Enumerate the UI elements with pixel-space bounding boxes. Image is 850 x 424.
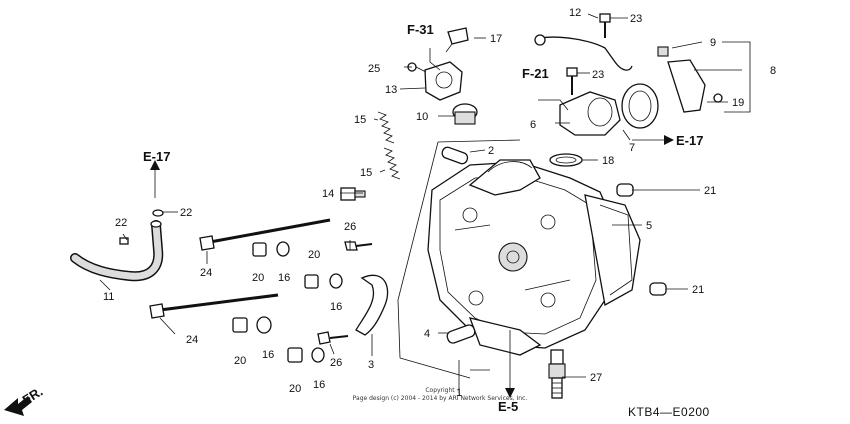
part-label-17: 17 (490, 33, 502, 45)
part-label-24a: 24 (200, 267, 212, 279)
copyright-text: Page design (c) 2004 - 2014 by ARI Netwo… (353, 395, 528, 402)
part-label-16a: 16 (278, 272, 290, 284)
part-label-13: 13 (385, 84, 397, 96)
stud-bolt-lower (149, 293, 279, 319)
part-label-21a: 21 (704, 185, 716, 197)
part-label-7: 7 (629, 142, 635, 154)
ref-f21: F-21 (522, 66, 549, 81)
part-label-19: 19 (732, 97, 744, 109)
diagram-code: KTB4—E0200 (628, 405, 710, 419)
part-label-26a: 26 (344, 221, 356, 233)
part-label-22a: 22 (115, 217, 127, 229)
part-number-labels: 1 2 3 4 5 6 7 8 9 10 11 12 13 14 15 15 1… (103, 7, 776, 399)
bolt-23-upper (599, 13, 611, 38)
thermostat-cover (407, 61, 463, 101)
water-hose (70, 209, 164, 282)
insulator (621, 83, 659, 129)
part-label-1: 1 (456, 387, 462, 399)
valve-spring-lower (383, 147, 401, 180)
dowel-21-upper (616, 183, 634, 197)
hose-clip-17 (445, 27, 469, 53)
ref-e17-left: E-17 (143, 149, 170, 164)
dowel-21-lower (649, 282, 667, 296)
ref-e5: E-5 (498, 399, 518, 414)
part-label-9: 9 (710, 37, 716, 49)
nut-washer-set-3 (232, 316, 272, 334)
part-label-20b: 20 (308, 249, 320, 261)
part-label-4: 4 (424, 328, 430, 340)
front-direction-arrow: FR. (4, 384, 45, 416)
stud-bolt-upper (199, 218, 331, 251)
part-label-20a: 20 (252, 272, 264, 284)
o-ring-18 (549, 153, 583, 167)
part-label-14: 14 (322, 188, 334, 200)
part-label-16c: 16 (262, 349, 274, 361)
part-label-11: 11 (103, 291, 114, 303)
part-label-3: 3 (368, 359, 374, 371)
cylinder-head (427, 159, 641, 356)
part-label-15a: 15 (354, 114, 366, 126)
dowel-pin-2 (441, 146, 469, 165)
part-label-20d: 20 (289, 383, 301, 395)
part-label-12: 12 (569, 7, 581, 19)
thermostat (452, 103, 478, 125)
bolt-23-lower (566, 67, 578, 95)
spark-plug (548, 349, 566, 399)
nut-washer-set-2 (304, 273, 343, 289)
bolt-26-lower (317, 331, 349, 345)
part-label-2: 2 (488, 145, 494, 157)
part-label-27: 27 (590, 372, 602, 384)
valve-spring-upper (377, 111, 395, 144)
part-label-8: 8 (770, 65, 776, 77)
part-label-24b: 24 (186, 334, 198, 346)
part-label-10: 10 (416, 111, 428, 123)
part-label-15b: 15 (360, 167, 372, 179)
intake-pipe (559, 91, 621, 136)
part-label-16b: 16 (330, 301, 342, 313)
part-label-5: 5 (646, 220, 652, 232)
part-label-22b: 22 (180, 207, 192, 219)
part-label-16d: 16 (313, 379, 325, 391)
hose-band-8 (657, 46, 723, 113)
ref-e17-right: E-17 (676, 133, 703, 148)
leader-lines (99, 13, 751, 393)
bracket-12 (534, 34, 633, 71)
temperature-sensor (340, 187, 366, 201)
cam-chain-guide (355, 274, 389, 336)
part-label-6: 6 (530, 119, 536, 131)
flow-arrows (150, 48, 674, 398)
part-label-18: 18 (602, 155, 614, 167)
bolt-26-upper (344, 241, 373, 251)
nut-washer-set-4 (287, 347, 325, 363)
copyright-title: Copyright (425, 387, 455, 394)
nut-washer-set-1 (252, 241, 290, 257)
part-label-21b: 21 (692, 284, 704, 296)
dowel-pin-4 (446, 324, 476, 344)
part-label-25: 25 (368, 63, 380, 75)
part-label-23b: 23 (592, 69, 604, 81)
part-label-26b: 26 (330, 357, 342, 369)
assembly-outline (397, 139, 521, 379)
part-label-23a: 23 (630, 13, 642, 25)
part-label-20c: 20 (234, 355, 246, 367)
ref-f31: F-31 (407, 22, 434, 37)
